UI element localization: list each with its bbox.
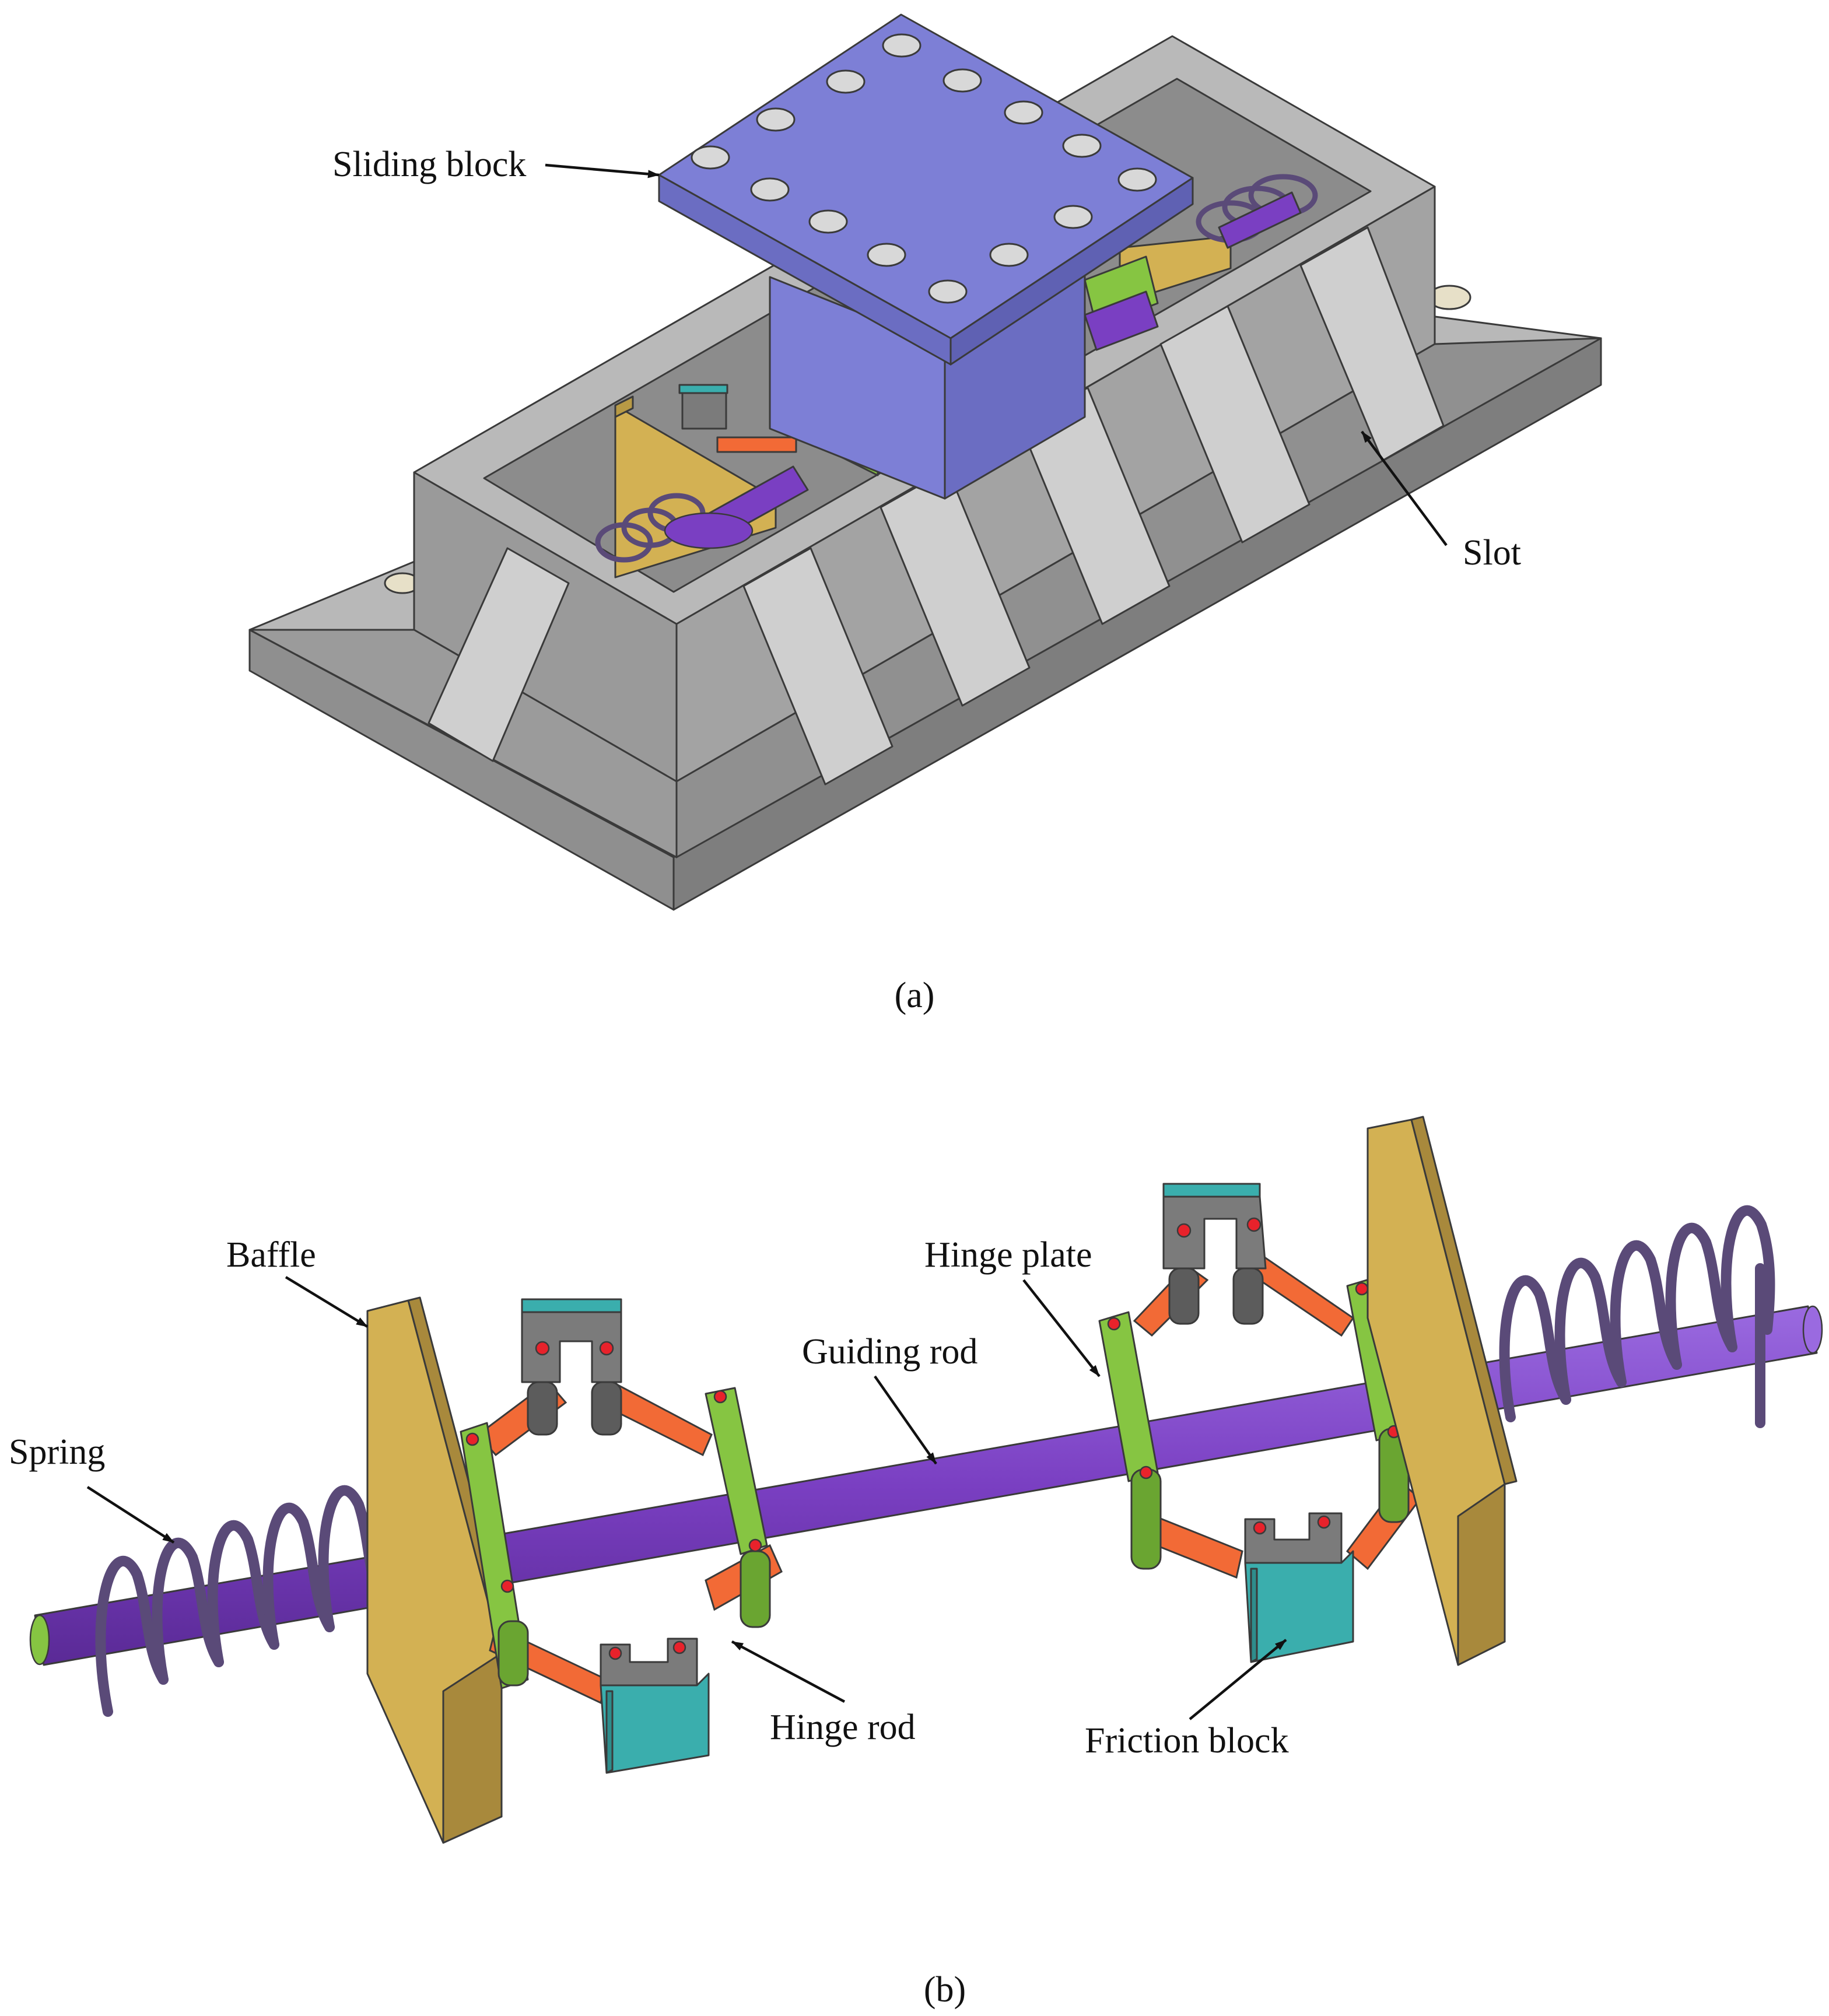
label-friction-block: Friction block bbox=[1085, 1721, 1289, 1761]
label-guiding-rod: Guiding rod bbox=[802, 1332, 977, 1372]
inner-mechanism-right bbox=[1084, 174, 1318, 351]
label-spring: Spring bbox=[9, 1432, 105, 1472]
label-hinge-rod: Hinge rod bbox=[770, 1708, 916, 1747]
label-guiding-rod-group: Guiding rod bbox=[802, 1332, 977, 1465]
left-linkage bbox=[460, 1298, 783, 1774]
slot-faces bbox=[742, 226, 1445, 786]
label-sliding-block-group: Sliding block bbox=[332, 145, 660, 184]
sliding-block bbox=[658, 13, 1194, 500]
arrow-guiding-rod bbox=[874, 1375, 937, 1465]
left-bottom-friction-block bbox=[600, 1638, 710, 1774]
arrow-hinge-rod bbox=[731, 1640, 846, 1703]
arrow-baffle bbox=[285, 1276, 369, 1328]
right-bottom-friction-block bbox=[1244, 1512, 1354, 1663]
left-top-friction-block bbox=[521, 1298, 622, 1436]
label-friction-block-group: Friction block bbox=[1085, 1639, 1289, 1761]
arrow-sliding-block bbox=[545, 163, 660, 178]
label-slot-group: Slot bbox=[1361, 430, 1521, 573]
label-baffle: Baffle bbox=[226, 1235, 316, 1275]
label-hinge-rod-group: Hinge rod bbox=[731, 1640, 916, 1747]
arrow-spring bbox=[86, 1486, 175, 1544]
panel-b-friction-mechanism: Baffle Spring Guiding rod Hinge plate Hi… bbox=[9, 1116, 1823, 1844]
label-spring-group: Spring bbox=[9, 1432, 175, 1544]
label-hinge-plate-group: Hinge plate bbox=[924, 1235, 1101, 1377]
caption-b: (b) bbox=[924, 1970, 966, 2010]
arrow-friction-block bbox=[1189, 1639, 1287, 1720]
label-hinge-plate: Hinge plate bbox=[924, 1235, 1092, 1275]
arrow-hinge-plate bbox=[1022, 1279, 1101, 1377]
right-top-friction-block bbox=[1162, 1183, 1267, 1325]
right-baffle bbox=[1367, 1116, 1518, 1666]
label-baffle-group: Baffle bbox=[226, 1235, 369, 1328]
arrow-slot bbox=[1361, 430, 1448, 546]
inner-mechanism-left bbox=[595, 384, 879, 578]
right-linkage bbox=[1098, 1183, 1422, 1663]
panel-a-housing-assembly: Sliding block Slot bbox=[248, 13, 1602, 911]
right-spring bbox=[1499, 1205, 1775, 1428]
label-slot: Slot bbox=[1463, 533, 1521, 573]
sliding-block-bolt-holes bbox=[691, 33, 1157, 304]
caption-a: (a) bbox=[895, 976, 935, 1015]
label-sliding-block: Sliding block bbox=[332, 145, 526, 184]
